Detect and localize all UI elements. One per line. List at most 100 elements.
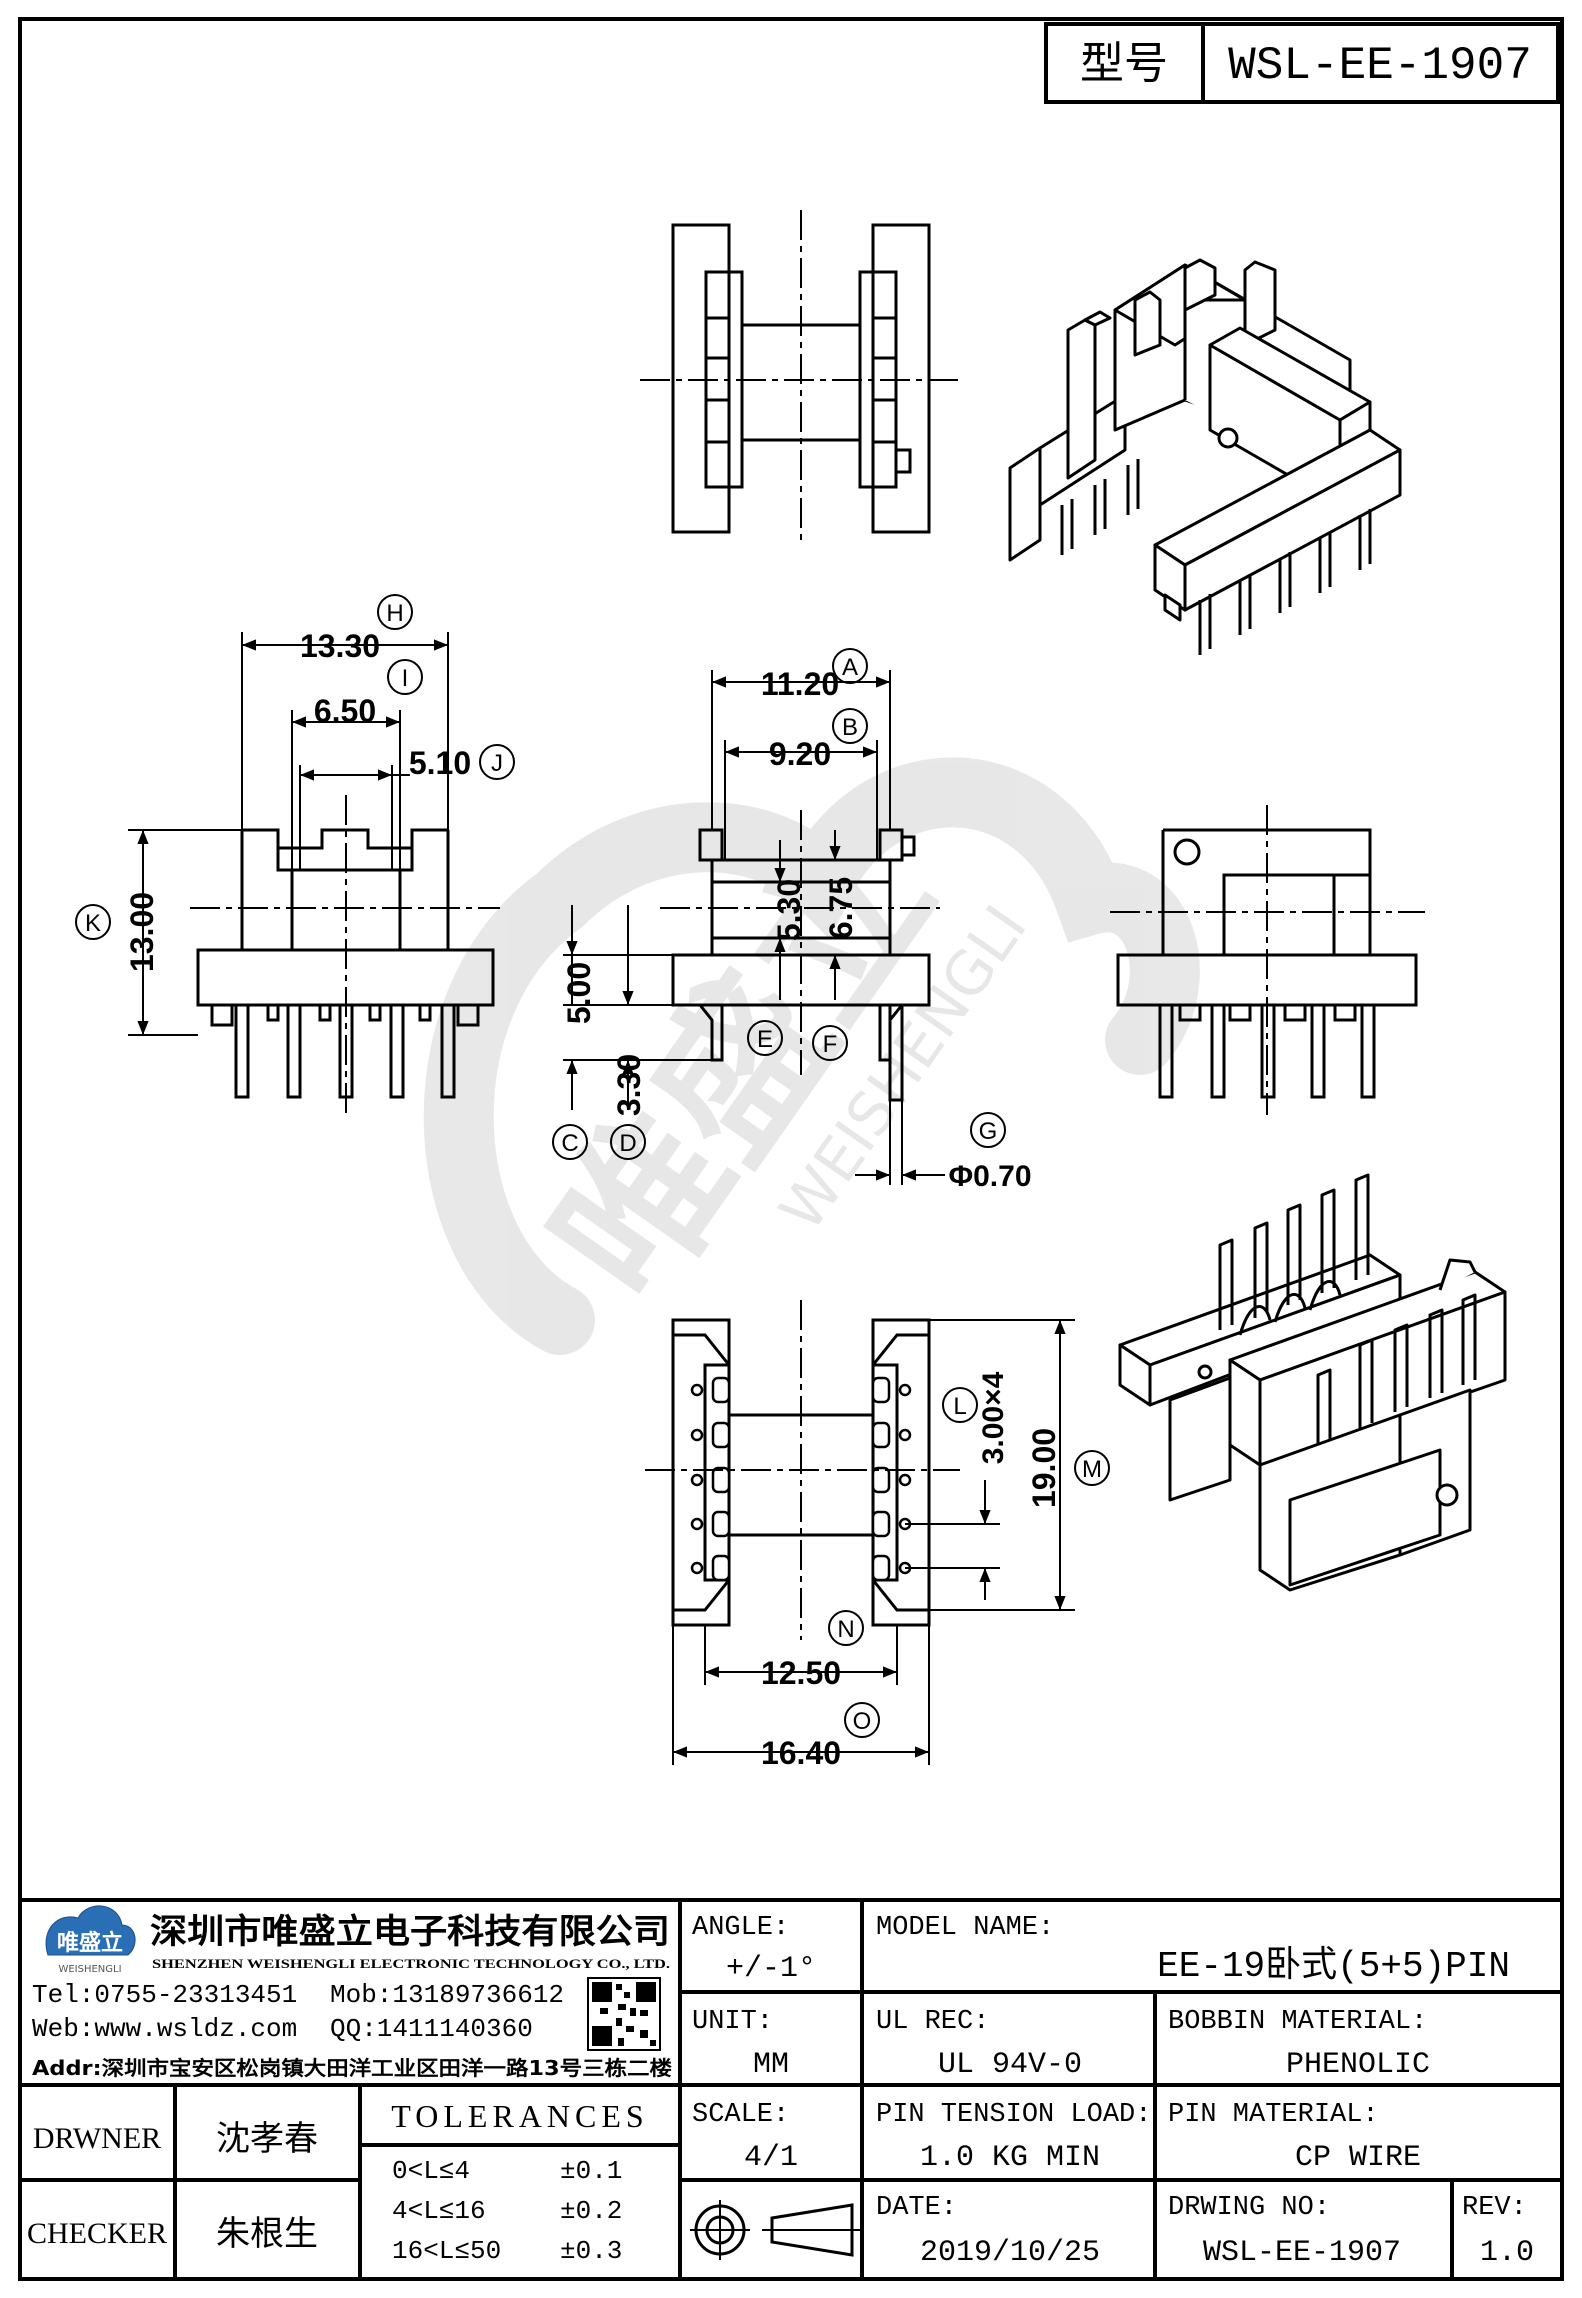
svg-text:6.50: 6.50 xyxy=(314,693,376,729)
svg-text:G: G xyxy=(979,1118,998,1145)
scale-label: SCALE: xyxy=(692,2100,789,2130)
outer-border xyxy=(18,17,1564,2281)
header-model-label: 型号 xyxy=(1080,38,1168,89)
side-view-left xyxy=(190,795,500,1115)
dim-D: D 3.30 xyxy=(610,1054,647,1160)
ul-value: UL 94V-0 xyxy=(938,2048,1082,2082)
company-logo-text: 唯盛立 xyxy=(57,1930,123,1956)
tolerance-value-1: ±0.1 xyxy=(560,2156,622,2186)
iso-view-bottom xyxy=(1118,1173,1507,1592)
dim-C: C 5.00 xyxy=(552,962,597,1160)
dim-E: E 5.30 xyxy=(747,879,807,1056)
pin-material-label: PIN MATERIAL: xyxy=(1168,2100,1379,2130)
dim-B: B 9.20 xyxy=(769,708,868,772)
drawer-label: DRWNER xyxy=(33,2122,161,2155)
svg-text:5.00: 5.00 xyxy=(561,962,597,1024)
dim-N: N 12.50 xyxy=(761,1610,864,1691)
unit-value: MM xyxy=(753,2048,789,2082)
header-box: 型号 WSL-EE-1907 xyxy=(1044,22,1560,104)
tolerances-title: TOLERANCES xyxy=(391,2098,648,2134)
svg-text:19.00: 19.00 xyxy=(1026,1428,1062,1508)
angle-label: ANGLE: xyxy=(692,1913,789,1943)
svg-text:9.20: 9.20 xyxy=(769,736,831,772)
svg-text:6.75: 6.75 xyxy=(823,877,859,939)
svg-text:J: J xyxy=(491,750,503,777)
company-tel: Tel:0755-23313451 xyxy=(32,1980,297,2010)
iso-view-top xyxy=(1008,258,1402,655)
drawing-no-label: DRWING NO: xyxy=(1168,2193,1330,2223)
dim-H: H 13.30 xyxy=(300,594,413,664)
drawer-value: 沈孝春 xyxy=(216,2119,318,2159)
svg-text:E: E xyxy=(757,1026,773,1053)
scale-value: 4/1 xyxy=(744,2141,798,2175)
title-fields: ANGLE: +/-1° MODEL NAME: EE-19卧式(5+5)PIN… xyxy=(692,1913,1534,2270)
company-logo: 唯盛立 WEISHENGLI xyxy=(45,1905,136,1975)
svg-text:A: A xyxy=(842,654,858,681)
model-name-label: MODEL NAME: xyxy=(876,1913,1054,1943)
qr-code-icon xyxy=(587,1977,661,2051)
bottom-view xyxy=(645,1300,960,1640)
signature-section: DRWNER 沈孝春 CHECKER 朱根生 TOLERANCES 0<L≤4 … xyxy=(27,2098,648,2266)
model-name-value: EE-19卧式(5+5)PIN xyxy=(1157,1945,1510,1987)
top-view xyxy=(640,210,960,545)
svg-text:H: H xyxy=(386,600,403,627)
svg-text:O: O xyxy=(853,1708,872,1735)
tolerance-value-2: ±0.2 xyxy=(560,2196,622,2226)
dim-M: M 19.00 xyxy=(1026,1428,1110,1508)
rev-value: 1.0 xyxy=(1480,2236,1534,2270)
svg-text:F: F xyxy=(823,1031,838,1058)
svg-text:C: C xyxy=(561,1130,578,1157)
tolerance-range-3: 16<L≤50 xyxy=(392,2236,501,2266)
pin-tension-label: PIN TENSION LOAD: xyxy=(876,2100,1151,2130)
bobbin-material-value: PHENOLIC xyxy=(1286,2048,1430,2082)
svg-text:16.40: 16.40 xyxy=(761,1735,841,1771)
company-name-cn: 深圳市唯盛立电子科技有限公司 xyxy=(150,1912,670,1952)
svg-text:11.20: 11.20 xyxy=(761,666,839,702)
title-block xyxy=(20,1898,1562,2279)
svg-text:5.30: 5.30 xyxy=(771,879,807,941)
svg-text:3.00×4: 3.00×4 xyxy=(977,1371,1010,1464)
svg-text:M: M xyxy=(1082,1456,1102,1483)
dim-K: K 13.00 xyxy=(75,892,160,972)
svg-text:N: N xyxy=(837,1616,854,1643)
dim-L: L 3.00×4 xyxy=(942,1371,1010,1464)
svg-text:D: D xyxy=(619,1130,636,1157)
svg-text:Φ0.70: Φ0.70 xyxy=(948,1160,1031,1193)
svg-text:13.30: 13.30 xyxy=(300,628,380,664)
date-label: DATE: xyxy=(876,2193,957,2223)
dims-left-view xyxy=(128,632,449,1036)
watermark: 唯盛立 WEISHENGLI xyxy=(423,757,1200,1355)
svg-text:L: L xyxy=(953,1393,966,1420)
tolerance-value-3: ±0.3 xyxy=(560,2236,622,2266)
pin-material-value: CP WIRE xyxy=(1295,2141,1421,2175)
company-qq: QQ:1411140360 xyxy=(330,2014,533,2044)
watermark-cloud-shape xyxy=(423,757,1200,1355)
checker-label: CHECKER xyxy=(27,2217,167,2250)
svg-text:K: K xyxy=(85,910,101,937)
date-value: 2019/10/25 xyxy=(920,2236,1100,2270)
side-view-right xyxy=(1110,805,1425,1115)
svg-text:12.50: 12.50 xyxy=(761,1655,841,1691)
dims-bottom-view xyxy=(672,1319,1075,1765)
svg-text:3.30: 3.30 xyxy=(611,1054,647,1116)
tolerance-range-2: 4<L≤16 xyxy=(392,2196,486,2226)
tolerance-range-1: 0<L≤4 xyxy=(392,2156,470,2186)
projection-symbol-icon xyxy=(690,2200,860,2260)
dim-I: I 6.50 xyxy=(314,659,423,729)
company-info: 唯盛立 WEISHENGLI 深圳市唯盛立电子科技有限公司 SHENZHEN W… xyxy=(32,1905,672,2080)
pin-tension-value: 1.0 KG MIN xyxy=(920,2141,1100,2175)
header-model-value: WSL-EE-1907 xyxy=(1228,40,1532,92)
company-logo-en: WEISHENGLI xyxy=(58,1964,121,1975)
dim-G: G Φ0.70 xyxy=(948,1112,1032,1193)
ul-label: UL REC: xyxy=(876,2007,989,2037)
svg-text:5.10: 5.10 xyxy=(409,745,471,781)
company-mob: Mob:13189736612 xyxy=(330,1980,564,2010)
company-name-en: SHENZHEN WEISHENGLI ELECTRONIC TECHNOLOG… xyxy=(152,1956,670,1971)
dim-F: F 6.75 xyxy=(812,877,859,1061)
checker-value: 朱根生 xyxy=(216,2214,318,2254)
dim-J: J 5.10 xyxy=(409,744,515,781)
dim-O: O 16.40 xyxy=(761,1702,880,1771)
svg-text:I: I xyxy=(402,665,409,692)
bobbin-material-label: BOBBIN MATERIAL: xyxy=(1168,2007,1427,2037)
